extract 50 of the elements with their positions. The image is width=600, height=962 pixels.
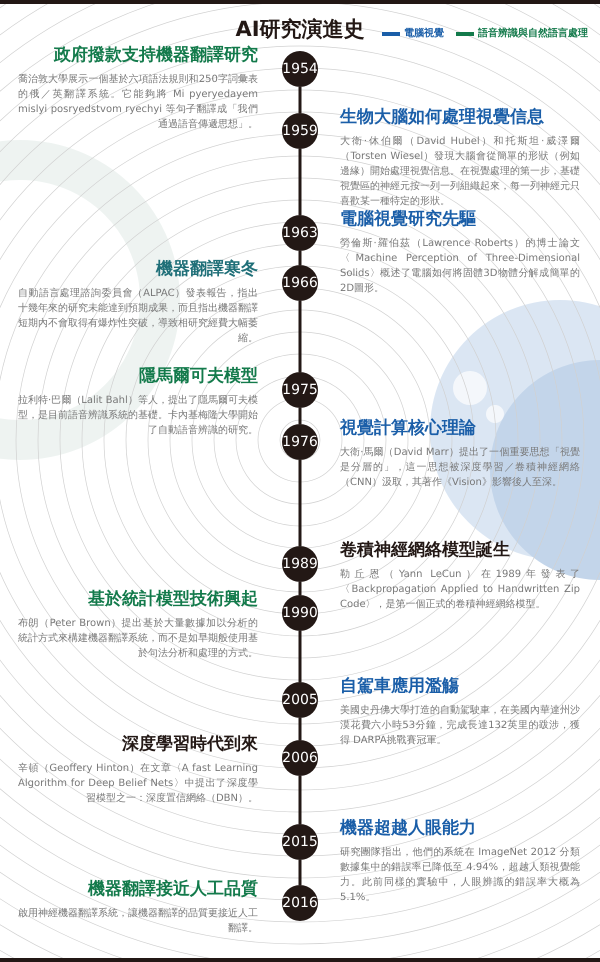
timeline-line (298, 460, 302, 546)
year-label: 2015 (282, 832, 318, 852)
event-description: 喬治敦大學展示一個基於六項語法規則和250字詞彙表的俄／英翻譯系統。它能夠將 Mi pyeryedayem mislyi posryedstvom ryechyi 等句子翻譯成「我們通過語音傳遞思想」。 (18, 72, 258, 132)
timeline-line (298, 631, 302, 682)
timeline-line (298, 718, 302, 740)
event-heading: 生物大腦如何處理視覺信息 (340, 107, 544, 128)
event-description: 布朗（Peter Brown）提出基於大量數據加以分析的統計方式來構建機器翻譯系統，而不是如早期般使用基於句法分析和處理的方式。 (18, 616, 258, 662)
event-description: 自動語言處理諮詢委員會（ALPAC）發表報告，指出十幾年來的研究未能達到預期成果，而且指出機器翻譯短期內不會取得有爆炸性突破，導致相研究經費大幅萎縮。 (18, 286, 258, 346)
event-description: 拉利特·巴爾（Lalit Bahl）等人，提出了隱馬爾可夫模型，是目前語音辨識系統的基礎。卡內基梅隆大學開始了自動語音辨識的研究。 (18, 394, 258, 438)
event-heading: 機器超越人眼能力 (340, 818, 476, 840)
event-heading: 卷積神經網絡模型誕生 (340, 540, 510, 562)
timeline-line (298, 149, 302, 215)
event-description: 辛頓（Geoffery Hinton）在文章〈A fast Learning Algorithm for Deep Belief Nets〉中提出了深度學習模型之一：深度置信網絡（DBN）。 (18, 762, 258, 806)
year-label: 2006 (282, 748, 318, 768)
year-label: 1976 (282, 432, 318, 452)
event-description: 勒丘恩（Yann LeCun）在1989年發表了〈Backpropagation Applied to Handwritten Zip Code〉，是第一個正式的卷積神經網絡模型。 (340, 568, 580, 612)
timeline-line (298, 87, 302, 113)
year-label: 1966 (282, 274, 318, 292)
timeline-line (298, 860, 302, 885)
year-label: 1989 (282, 554, 318, 574)
event-heading: 自駕車應用濫觴 (340, 676, 459, 698)
timeline-line (298, 408, 302, 424)
event-heading: 電腦視覺研究先驅 (340, 209, 476, 230)
event-heading: 深度學習時代到來 (122, 734, 258, 756)
event-heading: 機器翻譯寒冬 (156, 259, 258, 280)
event-description: 大衛·馬爾（David Marr）提出了一個重要思想「視覺是分層的」，這一思想被深度學習／卷積神經網絡（CNN）汲取，其著作《Vision》影響後人至深。 (340, 446, 580, 490)
year-label: 1963 (282, 224, 318, 242)
event-heading: 機器翻譯接近人工品質 (88, 879, 258, 900)
event-description: 研究團隊指出，他們的系統在 ImageNet 2012 分類數據集中的錯誤率已降低至 4.94%，超越人類視覺能力。此前同樣的實驗中，人眼辨識的錯誤率大概為 5.1%。 (340, 846, 580, 906)
timeline-line (298, 301, 302, 372)
legend-label: 電腦視覺 (404, 26, 444, 41)
event-heading: 隱馬爾可夫模型 (139, 366, 258, 388)
year-label: 1975 (282, 380, 318, 400)
event-heading: 政府撥款支持機器翻譯研究 (54, 45, 258, 66)
timeline-line (298, 776, 302, 824)
timeline-line (298, 251, 302, 265)
event-heading: 基於統計模型技術興起 (88, 589, 258, 610)
event-heading: 視覺計算核心理論 (340, 418, 476, 440)
event-description: 大衛·休伯爾（David Hubel）和托斯坦·威澤爾（Torsten Wiesel）發現大腦會從簡單的形狀（例如邊緣）開始處理視覺信息。在視覺處理的第一步，基礎視覺區的神經元按一列一列組織起來，每一列神經元只喜歡某一種特定的形狀。 (340, 134, 580, 209)
year-label: 1959 (282, 122, 318, 140)
year-label: 1954 (282, 60, 318, 78)
year-label: 1990 (282, 604, 318, 622)
year-label: 2016 (282, 894, 318, 912)
event-description: 美國史丹佛大學打造的自動駕駛車，在美國內華達州沙漠花費六小時53分鐘，完成長達132英里的跋涉，獲得 DARPA挑戰賽冠軍。 (340, 704, 580, 748)
legend-label: 語音辨識與自然語言處理 (478, 26, 588, 41)
year-label: 2005 (282, 690, 318, 710)
timeline-line (298, 582, 302, 595)
event-description: 勞倫斯·羅伯茲（Lawrence Roberts）的博士論文〈Machine Perception of Three-Dimensional Solids〉概述了電腦如何將固體3D物體分解成簡單的2D圖形。 (340, 236, 580, 296)
event-description: 啟用神經機器翻譯系統，讓機器翻譯的品質更接近人工翻譯。 (18, 906, 258, 936)
title: AI研究演進史 (234, 16, 366, 43)
